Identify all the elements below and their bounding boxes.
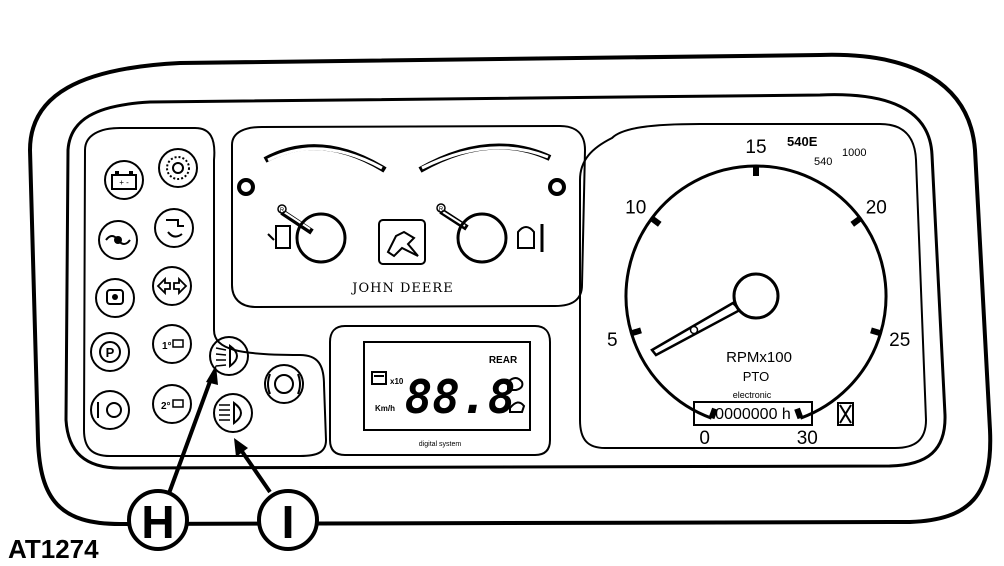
oil-pressure-warning-icon [98, 220, 138, 260]
tachometer-label-25: 25 [889, 330, 910, 351]
second-range-label: 2° [161, 401, 171, 412]
tachometer-tick-0 [708, 407, 718, 420]
high-beam-indicator-icon [213, 393, 253, 433]
first-range-label: 1° [162, 341, 172, 352]
tachometer-tick-25 [870, 327, 882, 337]
tortoise-icon [509, 401, 526, 413]
tachometer-label-15: 15 [745, 137, 766, 158]
air-filter-warning-icon [158, 148, 198, 188]
brand-name: JOHN DEERE [350, 281, 453, 296]
callout-i-label: I [282, 496, 295, 548]
tachometer-hub [732, 272, 780, 320]
first-range-icon: 1° [152, 324, 192, 364]
coolant-temperature-icon [517, 224, 544, 252]
gauge-cluster-panel [231, 124, 587, 309]
pto-mark-540: 540 [814, 156, 832, 168]
trailer-brake-icon [264, 364, 304, 404]
tachometer-panel [579, 123, 928, 449]
pto-speed-icon [371, 371, 387, 385]
tachometer-label-30: 30 [797, 428, 818, 449]
callout-h-leader [166, 375, 214, 497]
john-deere-logo-icon [378, 219, 426, 265]
tachometer-label-0: 0 [699, 428, 710, 449]
fuel-gauge: R [237, 144, 387, 264]
warning-panel [82, 127, 328, 457]
brake-fluid-icon [90, 390, 130, 430]
hourmeter-caption: electronic [733, 390, 772, 400]
tachometer-tick-10 [649, 215, 662, 227]
tachometer-tick-5 [630, 327, 642, 337]
lcd-unit: Km/h [375, 404, 395, 413]
callout-h-label: H [141, 496, 174, 548]
tachometer-unit-label: RPMx100 [726, 349, 792, 366]
tachometer-label-5: 5 [607, 330, 618, 351]
instrument-bezel [64, 93, 947, 470]
turn-signal-icon [152, 266, 192, 306]
parking-brake-icon: P [90, 332, 130, 372]
hourmeter-value: 0000000 h [715, 406, 791, 423]
callout-i-leader [239, 448, 272, 494]
figure-id: AT1274 [8, 534, 99, 564]
lcd-panel [329, 325, 551, 456]
lcd-digits: 88.8 [405, 370, 516, 424]
tachometer-tick-20 [850, 215, 863, 227]
fuel-reserve-marker: R [280, 208, 285, 214]
callout-i-circle [257, 489, 319, 551]
hourglass-icon [837, 402, 854, 426]
lcd-multiplier: x10 [390, 377, 404, 386]
lcd-caption: digital system [419, 441, 462, 448]
callout-h-circle [127, 489, 189, 551]
tachometer-dial: 0 5 10 15 20 25 30 [607, 137, 910, 449]
temp-marker: R [439, 207, 444, 213]
battery-polarity-label: + - [119, 178, 129, 187]
hourmeter-box [693, 401, 813, 426]
fuel-icon [267, 225, 291, 249]
lcd-screen [363, 341, 531, 431]
pto-label: PTO [743, 369, 770, 384]
pto-mark-1000: 1000 [842, 147, 866, 159]
tachometer-label-20: 20 [866, 197, 887, 218]
low-beam-indicator-icon [209, 336, 249, 376]
tachometer-tick-30 [794, 407, 804, 420]
pto-mark-540e: 540E [787, 134, 818, 149]
instrument-housing [27, 52, 993, 527]
second-range-icon: 2° [152, 384, 192, 424]
parking-brake-label: P [106, 345, 115, 360]
battery-warning-icon: + - [104, 160, 144, 200]
hare-icon [507, 377, 524, 391]
lcd-rear-label: REAR [489, 355, 518, 366]
transmission-oil-warning-icon [95, 278, 135, 318]
hydraulic-oil-warning-icon [154, 208, 194, 248]
coolant-temperature-gauge: R [418, 143, 566, 264]
tachometer-label-10: 10 [625, 197, 646, 218]
